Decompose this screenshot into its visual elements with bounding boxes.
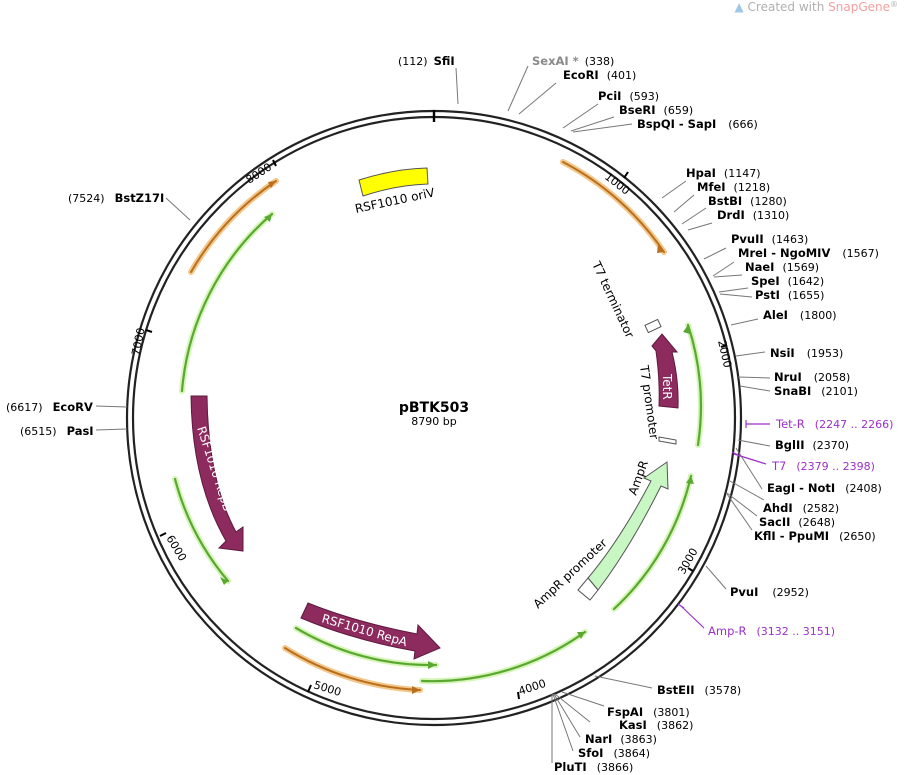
site-label-sacii: SacII(2648): [759, 515, 835, 529]
site-label-pasi: (6515)PasI: [20, 424, 94, 438]
site-label-nari: NarI(3863): [585, 732, 657, 746]
repa-feature: RSF1010 RepA: [300, 602, 441, 660]
site-label-sfoi: SfoI(3864): [578, 746, 650, 760]
feature-arcs: [172, 211, 704, 685]
site-label-bstbi: BstBI(1280): [708, 194, 787, 208]
site-label-pvuii: PvuII(1463): [731, 232, 808, 246]
plasmid-size: 8790 bp: [411, 415, 456, 428]
arrowhead-icon: [268, 181, 276, 188]
scale-ticks: [145, 159, 728, 700]
site-label-fspai: FspAI(3801): [607, 705, 690, 719]
site-label-nsii: NsiI(1953): [770, 346, 843, 360]
primer-labels: Tet-R(2247 .. 2266) T7(2379 .. 2398) Amp…: [708, 417, 893, 638]
site-leader-lines: [95, 65, 771, 763]
site-label-ecorv: (6617)EcoRV: [6, 400, 93, 414]
watermark-suffix: ®: [890, 0, 898, 9]
green-feature-arc: [180, 212, 274, 393]
orange-feature-arc: [190, 180, 277, 273]
arrowhead-icon: [412, 686, 420, 694]
site-label-mfei: MfeI(1218): [697, 180, 770, 194]
site-label-pluti: PluTI(3866): [554, 760, 633, 774]
primer-label-tetr: Tet-R(2247 .. 2266): [775, 417, 893, 431]
primer-label-ampr: Amp-R(3132 .. 3151): [708, 624, 835, 638]
tetr-label: TetR: [660, 373, 674, 400]
site-label-kasi: KasI(3862): [619, 718, 693, 732]
tick-label: 3000: [675, 546, 700, 577]
site-label-snabi: SnaBI(2101): [774, 384, 858, 398]
t7-terminator-label: T7 terminator: [589, 258, 637, 340]
site-label-ecori: EcoRI(401): [563, 68, 636, 82]
site-label-mrei: MreI - NgoMIV(1567): [738, 246, 879, 260]
site-label-pvui: PvuI(2952): [730, 585, 809, 599]
scale-tick-labels: 1000 2000 3000 4000 5000 6000 7000 8000: [129, 160, 734, 699]
tick-label: 4000: [517, 677, 548, 698]
green-feature-arc: [294, 626, 438, 667]
green-feature-arc: [173, 477, 230, 583]
t7-promoter-arrow: [658, 436, 677, 445]
site-label-naei: NaeI(1569): [745, 260, 819, 274]
arrowhead-icon: [428, 661, 436, 669]
primer-label-t7: T7(2379 .. 2398): [771, 459, 875, 473]
t7-terminator-box: [644, 318, 662, 334]
site-label-drdi: DrdI(1310): [717, 208, 789, 222]
arrowhead-icon: [683, 325, 690, 334]
orange-feature-arc: [562, 161, 665, 253]
green-feature-arc: [612, 474, 693, 611]
site-labels: (112)SfiI SexAI *(338) EcoRI(401) PciI(5…: [6, 54, 882, 774]
site-label-pcii: PciI(593): [598, 89, 659, 103]
site-label-sexai: SexAI *(338): [532, 54, 614, 68]
site-label-nrui: NruI(2058): [774, 370, 850, 384]
arrowhead-icon: [264, 214, 272, 222]
site-label-hpai: HpaI(1147): [686, 166, 760, 180]
repb-feature: RSF1010 RepB: [190, 395, 244, 552]
site-label-kfli: KflI - PpuMI(2650): [754, 529, 876, 543]
t7-promoter-label: T7 promoter: [637, 363, 661, 440]
site-label-eagi: EagI - NotI(2408): [767, 481, 882, 495]
snapgene-watermark: ▲ Created with SnapGene®: [734, 0, 898, 14]
ampr-feature: AmpR AmpR promoter: [530, 459, 669, 611]
plasmid-name: pBTK503: [399, 400, 469, 416]
site-label-spei: SpeI(1642): [751, 274, 824, 288]
tetr-feature: TetR T7 terminator T7 promoter: [589, 258, 679, 445]
oriv-feature: RSF1010 oriV: [354, 167, 437, 216]
arrowhead-icon: [577, 632, 585, 639]
watermark-brand: SnapGene: [828, 0, 890, 14]
watermark-prefix: Created with: [747, 0, 829, 14]
tick-label: 7000: [129, 327, 148, 357]
snapgene-logo-icon: ▲: [734, 0, 744, 14]
site-label-alei: AleI(1800): [763, 308, 837, 322]
arrowhead-icon: [657, 245, 664, 253]
orange-feature-arc: [284, 647, 421, 691]
site-label-bseri: BseRI(659): [619, 103, 693, 117]
site-label-sfii: (112)SfiI: [398, 54, 455, 68]
site-label-bstz17i: (7524)BstZ17I: [68, 191, 164, 205]
arrowhead-icon: [220, 577, 228, 585]
green-feature-arc: [686, 323, 702, 447]
tick-label: 2000: [715, 339, 734, 369]
primer-leader-lines: [677, 420, 770, 629]
green-feature-arc: [420, 630, 587, 683]
orange-feature-arcs: [188, 159, 667, 694]
site-label-psti: PstI(1655): [755, 288, 824, 302]
site-label-ahdi: AhdI(2582): [763, 501, 839, 515]
site-label-bsteii: BstEII(3578): [657, 683, 741, 697]
site-label-bglii: BglII(2370): [775, 438, 849, 452]
arrowhead-icon: [686, 476, 694, 484]
site-label-bspqi: BspQI - SapI(666): [637, 117, 758, 131]
